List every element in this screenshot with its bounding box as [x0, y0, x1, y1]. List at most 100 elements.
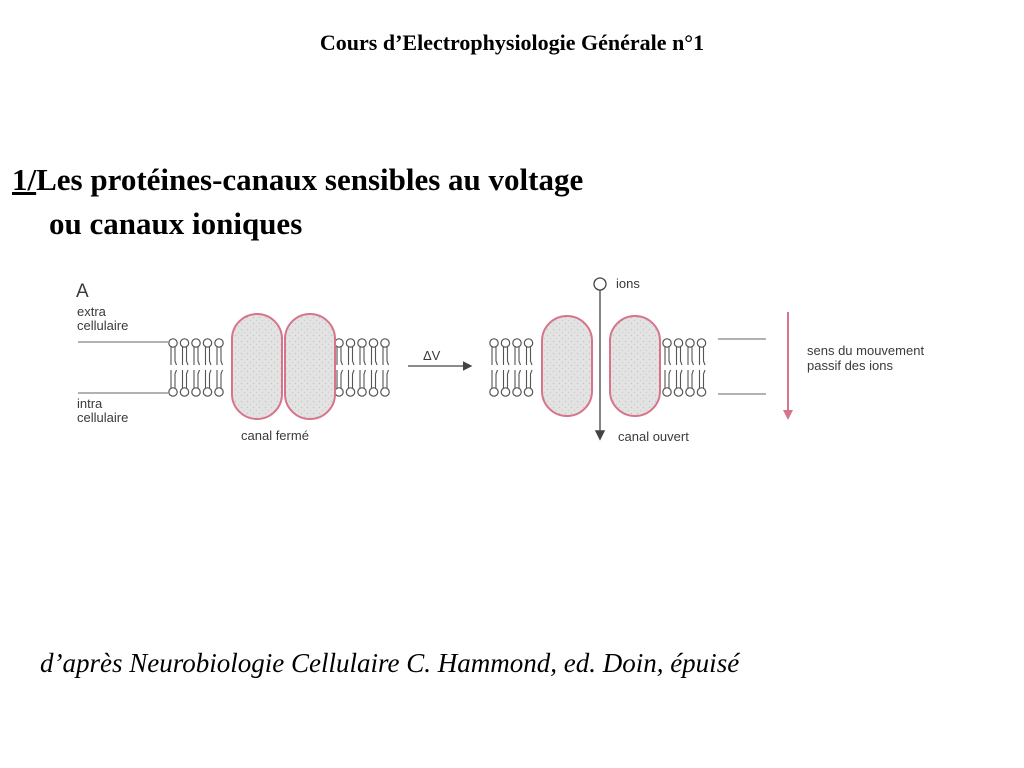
- credit-citation: d’après Neurobiologie Cellulaire C. Hamm…: [40, 648, 740, 678]
- lipid-bilayer-open-right: [662, 338, 707, 397]
- lipid-head: [357, 387, 367, 397]
- lipid-head: [500, 387, 511, 397]
- ion-channel-diagram: A extra cellulaire intra cellulaire cana…: [76, 276, 924, 444]
- open-channel-subunit-right: [609, 315, 661, 417]
- lipid-tail: [525, 369, 533, 388]
- lipid-head: [202, 338, 213, 348]
- lipid-tail: [359, 369, 367, 388]
- section-heading: 1/Les protéines-canaux sensibles au volt…: [12, 158, 583, 246]
- lipid-head: [512, 338, 522, 348]
- closed-channel-caption: canal fermé: [241, 428, 309, 443]
- lipid-tail: [359, 347, 367, 366]
- lipid-bilayer-open-left: [489, 338, 534, 397]
- lipid-tail: [502, 369, 510, 388]
- lipid-tail: [491, 369, 499, 388]
- lipid-tail: [491, 347, 499, 366]
- lipid-head: [512, 387, 522, 397]
- lipid-tail: [336, 369, 344, 388]
- closed-channel-subunit-left: [231, 313, 283, 420]
- lipid-head: [191, 387, 201, 397]
- lipid-head: [179, 338, 190, 348]
- open-channel-caption: canal ouvert: [618, 429, 689, 444]
- lipid-tail: [204, 347, 212, 366]
- lipid-tail: [514, 369, 522, 388]
- lipid-head: [662, 338, 672, 348]
- lipid-tail: [170, 347, 178, 366]
- intracellular-label-line1: intra: [77, 396, 103, 411]
- lipid-tail: [664, 347, 672, 366]
- section-title-line1: Les protéines-canaux sensibles au voltag…: [36, 162, 584, 197]
- lipid-tail: [216, 369, 224, 388]
- ion-flow-label-line1: sens du mouvement: [807, 343, 924, 358]
- lipid-bilayer-closed-right: [334, 338, 390, 397]
- delta-v-label: ΔV: [423, 348, 441, 363]
- lipid-bilayer-closed-left: [168, 338, 224, 397]
- lipid-tail: [502, 347, 510, 366]
- lipid-tail: [525, 347, 533, 366]
- lipid-head: [179, 387, 190, 397]
- ion-flow-label-line2: passif des ions: [807, 358, 893, 373]
- lipid-tail: [170, 369, 178, 388]
- lipid-tail: [347, 347, 355, 366]
- lipid-head: [696, 338, 707, 348]
- lipid-head: [168, 387, 178, 397]
- lipid-head: [202, 387, 213, 397]
- lipid-head: [489, 387, 499, 397]
- section-number: 1/: [12, 162, 37, 197]
- closed-channel-subunit-right: [284, 313, 336, 420]
- lipid-tail: [370, 347, 378, 366]
- lipid-head: [334, 387, 344, 397]
- lipid-tail: [336, 347, 344, 366]
- lipid-head: [380, 387, 390, 397]
- lipid-head: [685, 338, 695, 348]
- lipid-tail: [514, 347, 522, 366]
- panel-letter: A: [76, 281, 89, 302]
- lipid-head: [696, 387, 707, 397]
- extracellular-label-line2: cellulaire: [77, 318, 128, 333]
- lipid-head: [523, 387, 534, 397]
- lipid-tail: [675, 369, 683, 388]
- ions-label: ions: [616, 276, 640, 291]
- lipid-tail: [687, 347, 695, 366]
- lipid-head: [368, 387, 379, 397]
- lipid-tail: [216, 347, 224, 366]
- lipid-tail: [698, 369, 706, 388]
- lipid-tail: [664, 369, 672, 388]
- lipid-head: [191, 338, 201, 348]
- intracellular-label-line2: cellulaire: [77, 410, 128, 425]
- lipid-head: [214, 338, 224, 348]
- lipid-head: [345, 338, 356, 348]
- lipid-tail: [347, 369, 355, 388]
- lipid-head: [214, 387, 224, 397]
- lipid-head: [168, 338, 178, 348]
- lipid-head: [662, 387, 672, 397]
- lipid-tail: [204, 369, 212, 388]
- ion-symbol: [593, 277, 607, 291]
- lipid-head: [673, 387, 684, 397]
- lipid-head: [685, 387, 695, 397]
- lipid-head: [368, 338, 379, 348]
- lipid-head: [334, 338, 344, 348]
- lipid-tail: [382, 369, 390, 388]
- lipid-head: [523, 338, 534, 348]
- lipid-head: [673, 338, 684, 348]
- ion-flow-arrowhead: [783, 410, 793, 420]
- lipid-head: [345, 387, 356, 397]
- lipid-tail: [370, 369, 378, 388]
- lipid-head: [500, 338, 511, 348]
- section-title-line2: ou canaux ioniques: [49, 206, 303, 241]
- lipid-tail: [181, 369, 189, 388]
- extracellular-label-line1: extra: [77, 304, 107, 319]
- lipid-tail: [698, 347, 706, 366]
- lipid-tail: [181, 347, 189, 366]
- lipid-head: [380, 338, 390, 348]
- lipid-tail: [675, 347, 683, 366]
- lipid-tail: [193, 369, 201, 388]
- lipid-head: [489, 338, 499, 348]
- lipid-tail: [382, 347, 390, 366]
- page-title: Cours d’Electrophysiologie Générale n°1: [319, 30, 705, 55]
- lipid-tail: [687, 369, 695, 388]
- open-channel-subunit-left: [541, 315, 593, 417]
- lipid-head: [357, 338, 367, 348]
- lipid-tail: [193, 347, 201, 366]
